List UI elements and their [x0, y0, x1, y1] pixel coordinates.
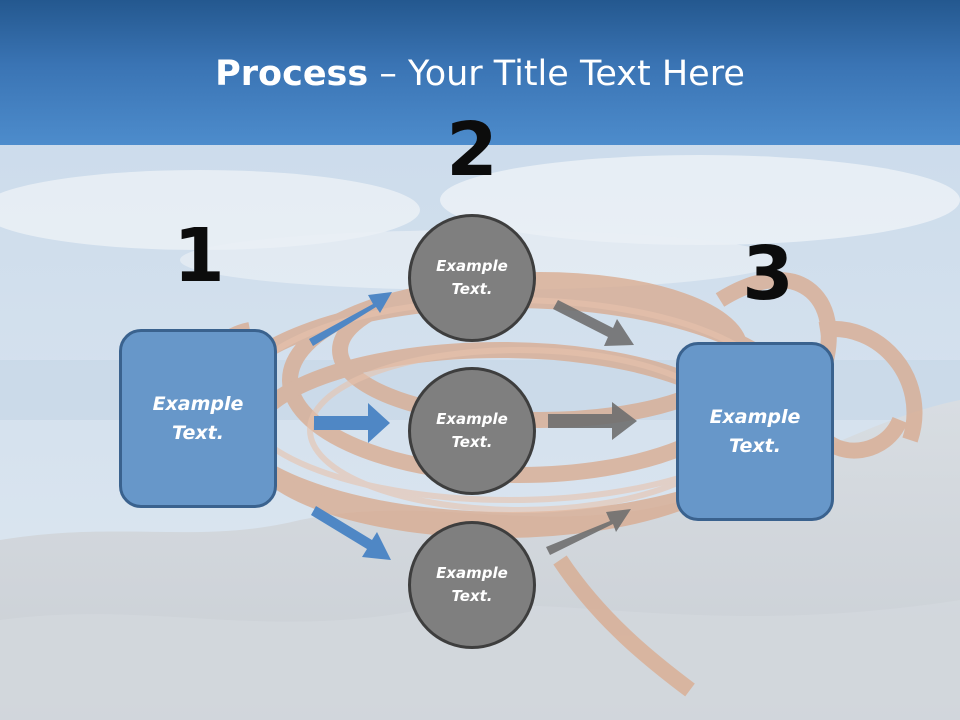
circle-2-line-1: Example [436, 410, 508, 428]
circle-3-line-2: Text. [451, 587, 493, 605]
right-box-line-2: Text. [729, 434, 781, 457]
left-box-line-1: Example [152, 392, 244, 415]
arrow-left-to-circle-2 [314, 403, 390, 443]
right-step-box: Example Text. [676, 342, 834, 521]
title-bold-part: Process [215, 54, 369, 94]
left-box-line-2: Text. [172, 421, 224, 444]
step-circle-1: Example Text. [408, 214, 536, 342]
right-box-line-1: Example [709, 405, 801, 428]
circle-1-line-2: Text. [451, 280, 493, 298]
step-circle-2: Example Text. [408, 367, 536, 495]
step-number-3: 3 [742, 231, 794, 317]
step-number-2: 2 [446, 107, 498, 193]
circle-1-line-1: Example [436, 257, 508, 275]
circle-2-line-2: Text. [451, 433, 493, 451]
left-step-box: Example Text. [119, 329, 277, 508]
arrow-circle-3-to-right [546, 509, 631, 555]
arrow-left-to-circle-1 [309, 292, 392, 346]
step-circle-3: Example Text. [408, 521, 536, 649]
step-number-1: 1 [173, 213, 225, 299]
arrow-left-to-circle-3 [311, 506, 391, 560]
circle-3-line-1: Example [436, 564, 508, 582]
arrow-circle-1-to-right [553, 300, 634, 346]
slide-title: Process – Your Title Text Here [0, 52, 960, 96]
title-rest-part: – Your Title Text Here [368, 54, 745, 94]
title-bar [0, 0, 960, 145]
arrow-circle-2-to-right [548, 402, 637, 440]
